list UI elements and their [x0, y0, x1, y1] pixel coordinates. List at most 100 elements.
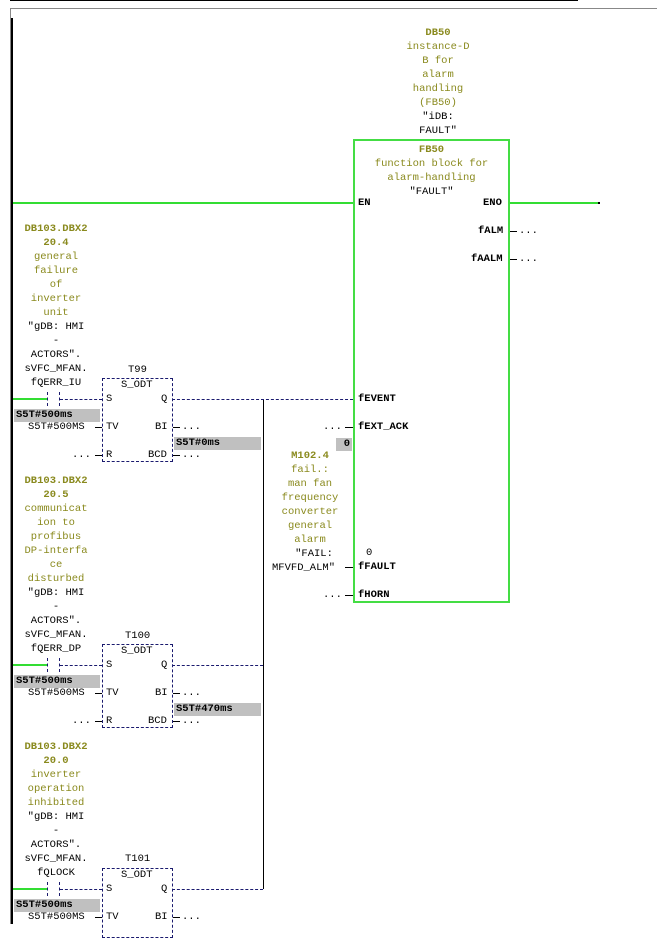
fb50-block[interactable]: [353, 139, 510, 603]
t99-pin-r[interactable]: R: [106, 449, 113, 461]
t101-tv-status: S5T#500ms: [14, 899, 100, 912]
editor-top-border: [10, 0, 578, 1]
t99-pin-bi[interactable]: BI: [155, 421, 168, 433]
contact-1-power-line: [13, 398, 47, 400]
t99-tv-value[interactable]: S5T#500MS: [28, 421, 85, 433]
contact-2-wire: [60, 665, 102, 666]
t99-name[interactable]: T99: [128, 364, 147, 376]
instance-db-name: DB50: [425, 27, 451, 39]
t100-pin-r[interactable]: R: [106, 715, 113, 727]
t100-pin-s[interactable]: S: [106, 659, 113, 671]
pin-fhorn[interactable]: fHORN: [358, 589, 390, 601]
t99-tv-status: S5T#500ms: [14, 409, 100, 422]
contact-1-left-bar[interactable]: [47, 392, 48, 406]
fb-comment-line: alarm-handling: [387, 172, 476, 184]
t100-bi-status: S5T#470ms: [174, 703, 261, 716]
t101-pin-bi[interactable]: BI: [155, 911, 168, 923]
contact-1-label[interactable]: DB103.DBX2 20.4 general failure of inver…: [24, 223, 88, 389]
t99-bcd-unconnected[interactable]: ...: [182, 449, 201, 461]
t100-name[interactable]: T100: [125, 630, 151, 642]
or-junction-line: [263, 399, 264, 889]
fault-operand-symbol-2: MFVFD_ALM": [272, 562, 336, 574]
t101-bi-unconnected[interactable]: ...: [182, 911, 201, 923]
power-rail: [11, 18, 13, 924]
t100-pin-bi[interactable]: BI: [155, 687, 168, 699]
t100-pin-bcd[interactable]: BCD: [148, 715, 167, 727]
faalm-unconnected[interactable]: ...: [519, 253, 538, 265]
instance-db-symbol: "iDB: FAULT": [419, 111, 457, 137]
falm-wire: [510, 231, 517, 232]
t100-bcd-unconnected[interactable]: ...: [182, 715, 201, 727]
t99-tv-wire: [95, 427, 102, 428]
t101-bi-wire: [173, 917, 180, 918]
t99-bi-unconnected[interactable]: ...: [182, 421, 201, 433]
t99-pin-bcd[interactable]: BCD: [148, 449, 167, 461]
pin-en[interactable]: EN: [358, 197, 371, 209]
faalm-wire: [510, 259, 517, 260]
fault-operand-label[interactable]: M102.4 fail.: man fan frequency converte…: [281, 450, 339, 546]
t101-pin-q[interactable]: Q: [161, 883, 168, 895]
t100-r-wire: [95, 721, 102, 722]
contact-2-right-bar[interactable]: [59, 658, 60, 672]
t100-type: S_ODT: [121, 645, 153, 657]
pin-eno[interactable]: ENO: [483, 197, 502, 209]
t101-pin-s[interactable]: S: [106, 883, 113, 895]
t101-tv-value[interactable]: S5T#500MS: [28, 911, 85, 923]
pin-fevent[interactable]: fEVENT: [358, 393, 396, 405]
t99-pin-tv[interactable]: TV: [106, 421, 119, 433]
t99-pin-q[interactable]: Q: [161, 393, 168, 405]
contact-2-left-bar[interactable]: [47, 658, 48, 672]
contact-3-right-bar[interactable]: [59, 882, 60, 896]
t100-r-unconnected[interactable]: ...: [72, 715, 91, 727]
contact-2-label[interactable]: DB103.DBX2 20.5 communicat ion to profib…: [24, 475, 88, 655]
fault-operand-symbol-1: "FAIL:: [295, 548, 333, 560]
pin-falm[interactable]: fALM: [478, 225, 504, 237]
contact-2-power-line: [13, 664, 47, 666]
instance-db-comment: instance-D B for alarm handling (FB50): [406, 41, 470, 109]
t99-timer-block[interactable]: [102, 378, 173, 462]
t100-bi-unconnected[interactable]: ...: [182, 687, 201, 699]
t100-q-wire: [172, 665, 263, 666]
fevent-wire: [172, 399, 353, 400]
contact-3-left-bar[interactable]: [47, 882, 48, 896]
fb50-header: FB50 function block for alarm-handling "…: [355, 143, 508, 199]
fext-ack-status: 0: [336, 438, 352, 451]
t99-r-unconnected[interactable]: ...: [72, 449, 91, 461]
t99-bi-status: S5T#0ms: [174, 437, 261, 450]
t100-timer-block[interactable]: [102, 644, 173, 728]
t99-bcd-wire: [173, 455, 180, 456]
eno-line-end: [598, 202, 600, 204]
pin-ffault[interactable]: fFAULT: [358, 561, 396, 573]
t99-type: S_ODT: [121, 379, 153, 391]
ffault-wire: [345, 567, 353, 568]
contact-3-wire: [60, 889, 102, 890]
t100-pin-q[interactable]: Q: [161, 659, 168, 671]
fault-operand-address: M102.4: [291, 450, 329, 462]
contact-3-power-line: [13, 888, 47, 890]
falm-unconnected[interactable]: ...: [519, 225, 538, 237]
fext-ack-unconnected[interactable]: ...: [323, 421, 342, 433]
t99-pin-s[interactable]: S: [106, 393, 113, 405]
t100-bcd-wire: [173, 721, 180, 722]
contact-1-right-bar[interactable]: [59, 392, 60, 406]
t101-name[interactable]: T101: [125, 853, 151, 865]
fext-ack-wire: [345, 427, 353, 428]
pin-fext-ack[interactable]: fEXT_ACK: [358, 421, 409, 433]
t100-tv-status: S5T#500ms: [14, 675, 100, 688]
t100-tv-wire: [95, 693, 102, 694]
contact-3-label[interactable]: DB103.DBX2 20.0 inverter operation inhib…: [24, 741, 88, 879]
instance-db-label[interactable]: DB50 instance-D B for alarm handling (FB…: [380, 26, 496, 138]
t101-pin-tv[interactable]: TV: [106, 911, 119, 923]
network-frame-top: [10, 8, 657, 9]
t100-bi-wire: [173, 693, 180, 694]
t101-q-wire: [172, 889, 263, 890]
pin-faalm[interactable]: fAALM: [471, 253, 503, 265]
t100-pin-tv[interactable]: TV: [106, 687, 119, 699]
t101-tv-wire: [95, 917, 102, 918]
fhorn-unconnected[interactable]: ...: [323, 589, 342, 601]
fb-name: FB50: [418, 144, 445, 156]
ffault-status: 0: [366, 547, 373, 559]
t100-tv-value[interactable]: S5T#500MS: [28, 687, 85, 699]
fhorn-wire: [345, 595, 353, 596]
contact-1-wire: [60, 399, 102, 400]
